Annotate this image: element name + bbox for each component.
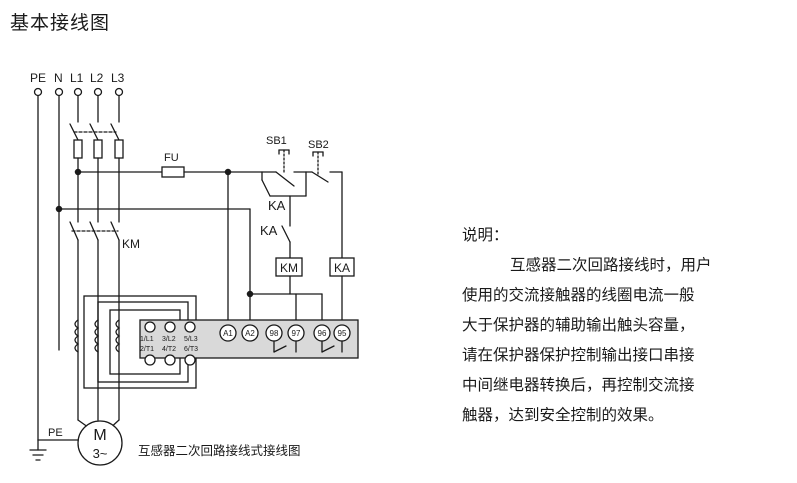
ka-output-contact-label: KA	[260, 223, 278, 238]
svg-text:6/T3: 6/T3	[184, 346, 198, 353]
km-coil-label: KM	[280, 261, 298, 275]
protector-terminal-3l2	[164, 321, 176, 333]
protector-terminal-a2	[241, 324, 259, 342]
protector-terminal-labels: A1 A2 98 97 96 95	[223, 329, 347, 338]
pe-ground-label: PE	[48, 427, 63, 439]
terminal-pe	[33, 87, 43, 97]
svg-text:3/L2: 3/L2	[162, 336, 176, 343]
explanation-panel: 说明： 互感器二次回路接线时，用户 使用的交流接触器的线圈电流一般 大于保护器的…	[462, 220, 782, 430]
km-coil	[275, 257, 303, 277]
main-fuse-l3	[114, 139, 124, 159]
protector-terminal-1l1	[144, 321, 156, 333]
explanation-line: 使用的交流接触器的线圈电流一般	[462, 286, 695, 304]
ka-coil-label: KA	[334, 261, 350, 275]
terminal-l1	[73, 87, 83, 97]
sb1-label: SB1	[266, 135, 287, 147]
protector-ct-labels: 1/L1 3/L2 5/L3 2/T1 4/T2 6/T3	[140, 336, 198, 353]
explanation-line: 大于保护器的辅助输出触头容量，	[462, 316, 695, 334]
page-title: 基本接线图	[10, 12, 111, 34]
explanation-line: 触器，达到安全控制的效果。	[462, 406, 664, 424]
svg-text:5/L3: 5/L3	[184, 336, 198, 343]
sb2-label: SB2	[308, 139, 329, 151]
ct-coil-3	[115, 319, 121, 353]
terminal-l2	[93, 87, 103, 97]
main-fuse-l2	[93, 139, 103, 159]
motor-label: M	[93, 427, 106, 444]
protector-terminal-a1	[219, 324, 237, 342]
explanation-line: 互感器二次回路接线时，用户	[510, 256, 712, 274]
svg-text:4/T2: 4/T2	[162, 346, 176, 353]
svg-text:2/T1: 2/T1	[140, 346, 154, 353]
protector-terminal-5l3	[184, 321, 196, 333]
explanation-heading: 说明：	[462, 226, 509, 244]
km-main-contact-label: KM	[122, 237, 140, 251]
main-fuse-l1	[73, 139, 83, 159]
explanation-line: 请在保护器保护控制输出接口串接	[462, 346, 695, 364]
ct-coil-2	[94, 319, 100, 353]
protector-terminal-2t1	[144, 354, 156, 366]
ka-holding-contact-label: KA	[268, 198, 286, 213]
label-n: N	[54, 71, 63, 85]
motor-sub-label: 3~	[93, 446, 108, 461]
svg-text:97: 97	[292, 329, 301, 338]
svg-text:1/L1: 1/L1	[140, 336, 154, 343]
motor	[77, 420, 123, 466]
svg-text:98: 98	[270, 329, 279, 338]
svg-text:95: 95	[338, 329, 347, 338]
svg-text:A1: A1	[223, 329, 233, 338]
label-l3: L3	[111, 71, 125, 85]
terminal-n	[54, 87, 64, 97]
label-l1: L1	[70, 71, 84, 85]
protector-terminal-6t3	[184, 354, 196, 366]
protector-terminal-4t2	[164, 354, 176, 366]
ct-coil-1	[74, 319, 80, 353]
explanation-body: 互感器二次回路接线时，用户 使用的交流接触器的线圈电流一般 大于保护器的辅助输出…	[462, 250, 782, 430]
diagram-caption: 互感器二次回路接线式接线图	[138, 443, 301, 458]
explanation-line: 中间继电器转换后，再控制交流接	[462, 376, 695, 394]
label-l2: L2	[90, 71, 104, 85]
control-fuse	[161, 166, 185, 178]
svg-text:96: 96	[318, 329, 327, 338]
supply-labels: PE N L1 L2 L3	[30, 71, 125, 85]
svg-text:A2: A2	[245, 329, 255, 338]
fuse-label: FU	[164, 152, 179, 164]
label-pe: PE	[30, 71, 46, 85]
terminal-l3	[114, 87, 124, 97]
